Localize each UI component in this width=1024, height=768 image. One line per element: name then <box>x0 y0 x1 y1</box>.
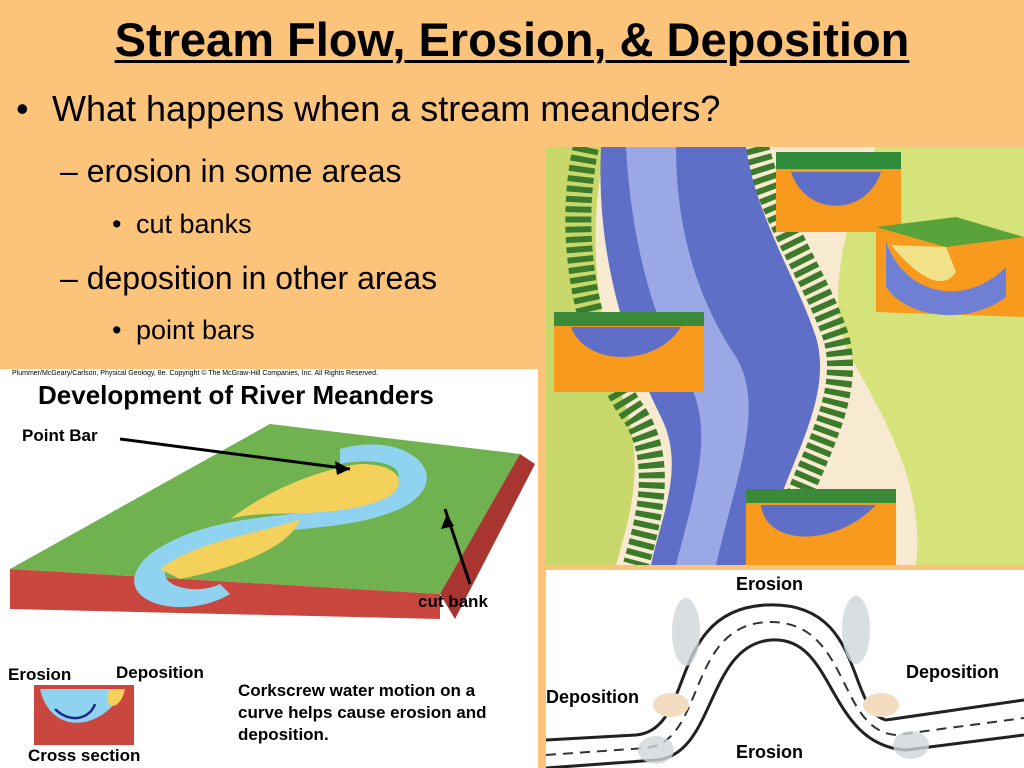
diagram-title: Development of River Meanders <box>38 380 434 410</box>
meander-illustration <box>546 147 1024 565</box>
erosion-bottom-label: Erosion <box>736 742 803 762</box>
bullet-erosion: – erosion in some areas <box>60 153 402 190</box>
deposition-right-label: Deposition <box>906 662 999 682</box>
meander-illustration-art <box>546 147 1024 565</box>
caption-line-1: Corkscrew water motion on a <box>238 681 476 700</box>
dash-mark: – <box>60 153 78 189</box>
bullet-point-bars: • point bars <box>112 315 255 346</box>
erosion-top-label: Erosion <box>736 574 803 594</box>
caption-line-3: deposition. <box>238 725 329 744</box>
bullet-cut-banks: • cut banks <box>112 209 252 240</box>
diagram-credit: Plummer/McGeary/Carlson, Physical Geolog… <box>12 369 378 377</box>
development-diagram-art: Plummer/McGeary/Carlson, Physical Geolog… <box>8 369 535 765</box>
slide-title: Stream Flow, Erosion, & Deposition <box>114 13 910 66</box>
erosion-deposition-diagram: Erosion Erosion Deposition Deposition <box>546 570 1024 768</box>
point-bar-label: Point Bar <box>22 426 98 445</box>
bullet-deposition: – deposition in other areas <box>60 260 437 297</box>
erosion-deposition-art: Erosion Erosion Deposition Deposition <box>546 570 1024 768</box>
cross-section-erosion-label: Erosion <box>8 665 71 684</box>
deposition-left-label: Deposition <box>546 687 639 707</box>
caption-line-2: curve helps cause erosion and <box>238 703 486 722</box>
bullet-mark: • <box>16 88 29 129</box>
dash-mark: – <box>60 260 78 296</box>
cut-bank-label: cut bank <box>418 592 488 611</box>
bullet-question-text: What happens when a stream meanders? <box>52 88 721 129</box>
bullet-mark: • <box>112 209 122 239</box>
cross-section-label: Cross section <box>28 746 140 765</box>
bullet-cut-banks-text: cut banks <box>136 209 252 239</box>
bullet-point-bars-text: point bars <box>136 315 255 345</box>
development-of-river-meanders-diagram: Plummer/McGeary/Carlson, Physical Geolog… <box>0 369 538 768</box>
bullet-deposition-text: deposition in other areas <box>86 260 438 296</box>
cross-section-deposition-label: Deposition <box>116 663 204 682</box>
bullet-question: • What happens when a stream meanders? <box>16 88 720 130</box>
bullet-mark: • <box>112 315 122 345</box>
bullet-erosion-text: erosion in some areas <box>86 153 402 189</box>
